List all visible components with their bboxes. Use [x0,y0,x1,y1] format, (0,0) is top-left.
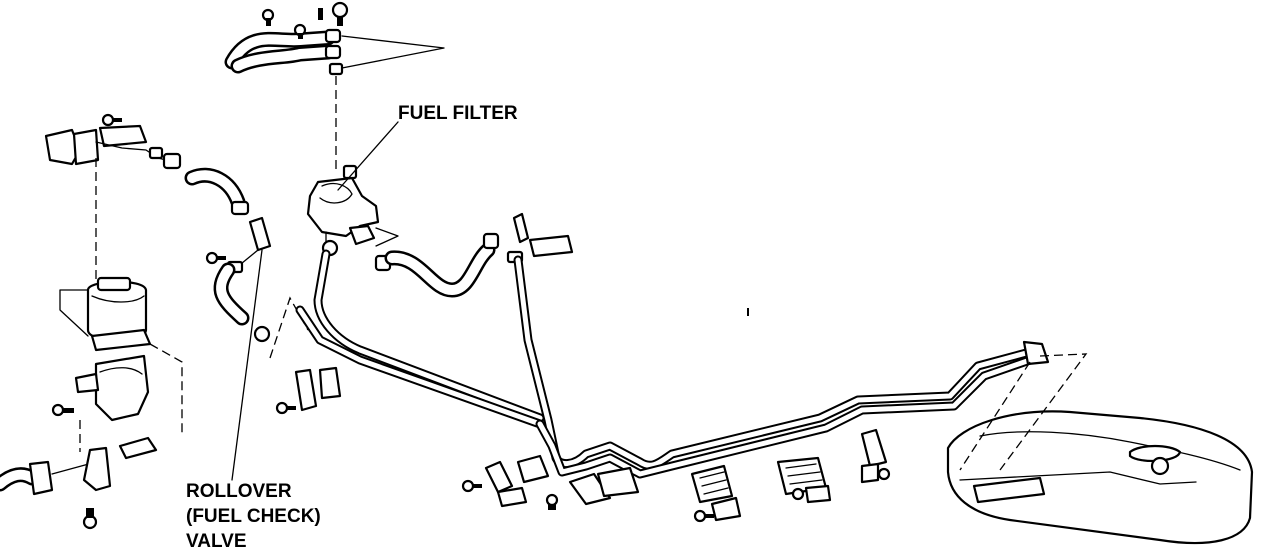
rollover-valve-label-line2: (FUEL CHECK) [186,506,321,527]
bolt-icon [331,1,349,26]
middle-clamps [269,296,342,415]
fuel-filter-label: FUEL FILTER [398,103,518,124]
rollover-valve-label-line3: VALVE [186,531,247,552]
fuel-filter-leader [337,121,399,191]
line-clips [461,428,891,523]
bolt-icon [275,401,296,415]
charcoal-canister [59,276,183,436]
filter-outlet-hose [374,212,574,298]
bolt-icon [205,251,226,265]
rollover-valve-leader [231,249,263,481]
bolt-icon [82,508,98,530]
bolt-icon [877,467,891,481]
rollover-valve [205,216,272,343]
bolt-icon [51,403,74,417]
canister-bracket [51,354,158,460]
stray-mark [747,308,749,316]
rollover-valve-label-line1: ROLLOVER [186,481,292,502]
bolt-icon [293,23,307,39]
bolt-icon [101,113,122,127]
bolt-icon [791,487,805,501]
fuel-lines [295,249,1050,479]
upper-hose-assembly [224,1,445,172]
clip-icon [318,8,323,20]
bolt-icon [545,493,559,510]
bolt-icon [693,509,714,523]
bolt-icon [261,8,275,26]
fuel-filter [306,164,399,257]
fuel-tank [946,353,1254,545]
left-upper-bracket [44,113,250,280]
bolt-icon [461,479,482,493]
lower-left-hose [0,446,112,530]
